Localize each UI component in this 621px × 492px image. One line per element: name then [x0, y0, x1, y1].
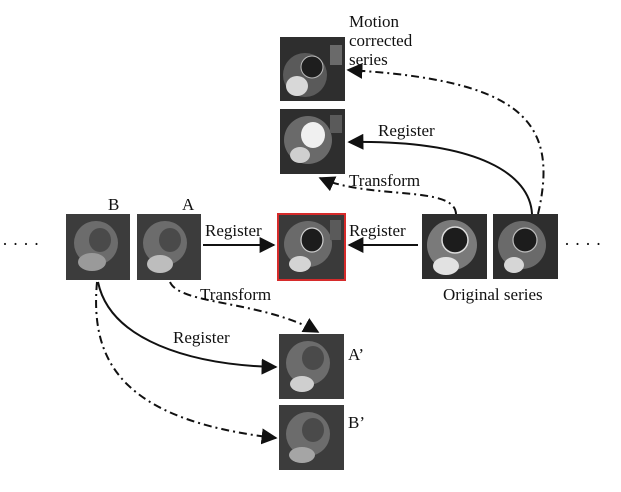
label-original-series: Original series: [443, 285, 543, 304]
label-motion-corrected: Motion corrected series: [349, 12, 416, 69]
frame-reference: [277, 213, 346, 281]
frame-a-prime: [279, 334, 344, 399]
frame-a: [137, 214, 201, 280]
arrow-motion-corrected: [346, 62, 545, 215]
label-transform-bottom: Transform: [200, 285, 271, 304]
label-register-right: Register: [349, 221, 406, 240]
ellipsis-right: · · · ·: [564, 234, 601, 254]
frame-b-prime: [279, 405, 344, 470]
arrow-transform-bottom: [169, 281, 320, 333]
frame-original-1: [422, 214, 487, 279]
label-frame-b-prime: B’: [348, 413, 365, 432]
frame-motion-corrected-1: [280, 37, 345, 101]
label-transform-top: Transform: [349, 171, 420, 190]
label-frame-a-prime: A’: [348, 345, 364, 364]
frame-b: [66, 214, 130, 280]
ellipsis-left: · · · ·: [2, 234, 39, 254]
arrow-transform-top: [318, 176, 457, 215]
frame-original-2: [493, 214, 558, 279]
arrow-b-to-b-prime: [95, 281, 278, 445]
label-register-bottom: Register: [173, 328, 230, 347]
label-register-left: Register: [205, 221, 262, 240]
arrow-register-bottom: [97, 281, 278, 375]
label-register-top: Register: [378, 121, 435, 140]
frame-motion-corrected-2: [280, 109, 345, 174]
arrow-register-top: [347, 133, 533, 215]
label-frame-b: B: [108, 195, 119, 214]
label-frame-a: A: [182, 195, 195, 214]
